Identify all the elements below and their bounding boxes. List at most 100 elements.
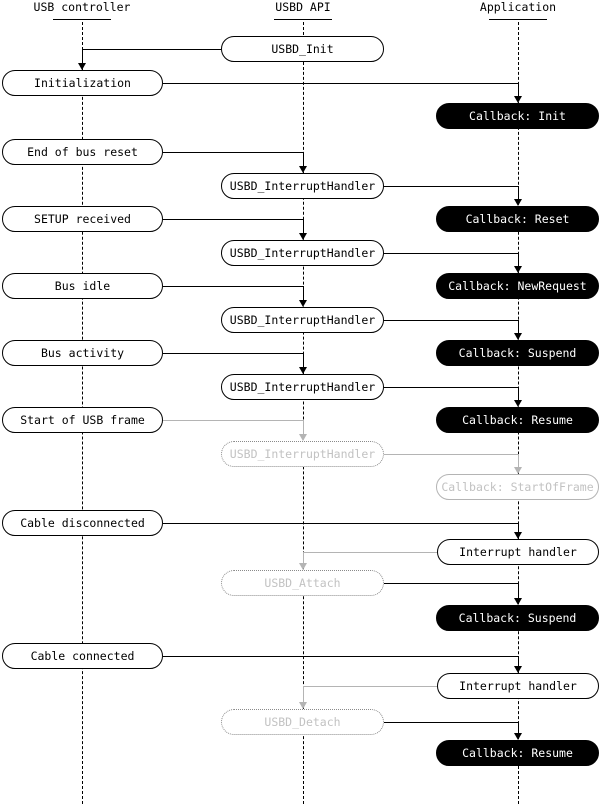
message-box-cb-suspend-1[interactable]: Callback: Suspend [436, 340, 599, 366]
connector-vertical-c-attach-to-susp [518, 583, 519, 599]
message-box-label: Bus idle [54, 279, 111, 293]
message-box-cb-newrequest[interactable]: Callback: NewRequest [436, 273, 599, 299]
message-box-cb-reset[interactable]: Callback: Reset [436, 206, 599, 232]
message-box-cb-resume-2[interactable]: Callback: Resume [436, 740, 599, 766]
message-box-label: USBD_InterruptHandler [229, 380, 376, 394]
connector-arrowhead-c-sof-to-irq5 [299, 434, 307, 441]
connector-arrowhead-c-busidle-to-irq3 [299, 300, 307, 307]
message-box-usbd-init[interactable]: USBD_Init [221, 36, 384, 62]
connector-horizontal-c-irq4-to-cbres [384, 387, 518, 388]
message-box-cb-suspend-2[interactable]: Callback: Suspend [436, 605, 599, 631]
message-box-irq-1[interactable]: USBD_InterruptHandler [221, 173, 384, 199]
message-box-label: Start of USB frame [20, 413, 145, 427]
lifeline-title-usbd-api: USBD API [275, 0, 331, 14]
connector-horizontal-c-irqh1-to-attach [303, 552, 437, 553]
connector-arrowhead-c-busact-to-irq4 [299, 367, 307, 374]
message-box-label: Interrupt handler [459, 679, 577, 693]
connector-horizontal-c-disc-to-irqh1 [163, 523, 518, 524]
message-box-cb-init[interactable]: Callback: Init [436, 103, 599, 129]
message-box-usbd-detach[interactable]: USBD_Detach [221, 709, 384, 735]
connector-arrowhead-c-irq3-to-cbsusp [514, 333, 522, 340]
lifeline-usbd-api [303, 22, 304, 804]
connector-arrowhead-c-attach-to-susp [514, 598, 522, 605]
connector-horizontal-c-busidle-to-irq3 [163, 286, 303, 287]
message-box-label: USBD_InterruptHandler [229, 313, 376, 327]
message-box-irq-4[interactable]: USBD_InterruptHandler [221, 374, 384, 400]
connector-vertical-c-irq5-to-cbsof [518, 454, 519, 468]
lifeline-bar-usb-controller [53, 19, 111, 20]
message-box-setup-received[interactable]: SETUP received [2, 206, 163, 232]
message-box-initialization[interactable]: Initialization [2, 70, 163, 96]
connector-arrowhead-c-conn-to-irqh2 [514, 666, 522, 673]
message-box-bus-idle[interactable]: Bus idle [2, 273, 163, 299]
connector-arrowhead-c-disc-to-irqh1 [514, 532, 522, 539]
connector-horizontal-c-reset-to-irq1 [163, 152, 303, 153]
message-box-start-usb-frame[interactable]: Start of USB frame [2, 407, 163, 433]
connector-horizontal-c-irq1-to-cbreset [384, 186, 518, 187]
connector-vertical-c-busidle-to-irq3 [303, 286, 304, 301]
lifeline-title-usb-controller: USB controller [33, 0, 131, 14]
connector-horizontal-c-conn-to-irqh2 [163, 656, 518, 657]
message-box-irq-handler-1[interactable]: Interrupt handler [437, 539, 599, 565]
message-box-label: Callback: StartOfFrame [441, 480, 594, 494]
message-box-label: Cable connected [30, 649, 135, 663]
connector-horizontal-c-attach-to-susp [384, 583, 518, 584]
connector-arrowhead-c-irqh1-to-attach [299, 563, 307, 570]
connector-arrowhead-c-init-to-cb [514, 96, 522, 103]
connector-vertical-c-sof-to-irq5 [303, 420, 304, 435]
connector-arrowhead-c-irq5-to-cbsof [514, 467, 522, 474]
connector-vertical-c-detach-to-resume [518, 722, 519, 734]
message-box-label: USBD_InterruptHandler [229, 179, 376, 193]
connector-vertical-c-reset-to-irq1 [303, 152, 304, 167]
message-box-irq-5-ghost[interactable]: USBD_InterruptHandler [221, 441, 384, 467]
connector-horizontal-c-sof-to-irq5 [163, 420, 303, 421]
lifeline-title-application: Application [479, 0, 557, 14]
connector-horizontal-c-setup-to-irq2 [163, 219, 303, 220]
message-box-label: Initialization [34, 76, 131, 90]
connector-arrowhead-c-irqh2-to-detach [299, 702, 307, 709]
connector-arrowhead-c-reset-to-irq1 [299, 166, 307, 173]
connector-horizontal-c-init-to-cb [163, 83, 518, 84]
message-box-label: Callback: Reset [465, 212, 570, 226]
connector-vertical-c-conn-to-irqh2 [518, 656, 519, 667]
message-box-label: Callback: Resume [462, 413, 573, 427]
connector-vertical-c-irq4-to-cbres [518, 387, 519, 401]
message-box-bus-activity[interactable]: Bus activity [2, 340, 163, 366]
message-box-irq-handler-2[interactable]: Interrupt handler [437, 673, 599, 699]
connector-vertical-c-disc-to-irqh1 [518, 523, 519, 533]
message-box-cb-resume-1[interactable]: Callback: Resume [436, 407, 599, 433]
message-box-cable-connect[interactable]: Cable connected [2, 643, 163, 669]
connector-arrowhead-c-irq2-to-cbnew [514, 266, 522, 273]
connector-horizontal-c-detach-to-resume [384, 722, 518, 723]
message-box-label: End of bus reset [27, 145, 138, 159]
message-box-irq-3[interactable]: USBD_InterruptHandler [221, 307, 384, 333]
message-box-label: Callback: Resume [462, 746, 573, 760]
message-box-label: USBD_Init [271, 42, 334, 56]
connector-vertical-c-irq3-to-cbsusp [518, 320, 519, 334]
connector-horizontal-c-busact-to-irq4 [163, 353, 303, 354]
lifeline-bar-application [489, 19, 547, 20]
connector-vertical-c-init-to-cb [518, 83, 519, 97]
message-box-label: USBD_Detach [264, 715, 341, 729]
connector-vertical-c-irqh2-to-detach [303, 686, 304, 703]
message-box-irq-2[interactable]: USBD_InterruptHandler [221, 240, 384, 266]
message-box-label: USBD_InterruptHandler [229, 447, 376, 461]
message-box-cable-disconnect[interactable]: Cable disconnected [2, 510, 163, 536]
connector-arrowhead-c-irq1-to-cbreset [514, 199, 522, 206]
message-box-end-bus-reset[interactable]: End of bus reset [2, 139, 163, 165]
message-box-usbd-attach[interactable]: USBD_Attach [221, 570, 384, 596]
message-box-label: Callback: Suspend [458, 611, 577, 625]
connector-horizontal-c-irq5-to-cbsof [384, 454, 518, 455]
connector-arrowhead-c-init-entry [78, 63, 86, 70]
connector-horizontal-c-irq3-to-cbsusp [384, 320, 518, 321]
lifeline-bar-usbd-api [274, 19, 332, 20]
message-box-cb-startofframe[interactable]: Callback: StartOfFrame [436, 474, 599, 500]
connector-horizontal-c-irqh2-to-detach [303, 686, 437, 687]
message-box-label: USBD_Attach [264, 576, 341, 590]
message-box-label: SETUP received [34, 212, 131, 226]
connector-arrowhead-c-setup-to-irq2 [299, 233, 307, 240]
connector-horizontal-c-irq2-to-cbnew [384, 253, 518, 254]
message-box-label: Cable disconnected [20, 516, 145, 530]
connector-arrowhead-c-irq4-to-cbres [514, 400, 522, 407]
